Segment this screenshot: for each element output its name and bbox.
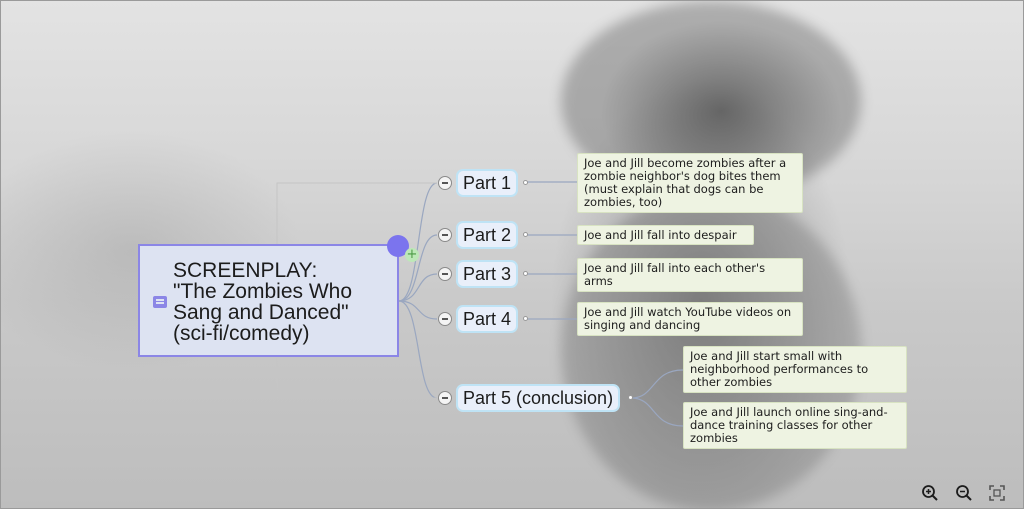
topic-part-3[interactable]: Part 3 (456, 260, 519, 288)
subtopic-part-4[interactable]: Joe and Jill watch YouTube videos on sin… (577, 302, 803, 336)
connector-dot (523, 316, 528, 321)
subtopic-text: Joe and Jill become zombies after a zomb… (584, 156, 787, 209)
collapse-icon[interactable] (438, 228, 452, 242)
collapse-icon[interactable] (438, 267, 452, 281)
subtopic-part-1[interactable]: Joe and Jill become zombies after a zomb… (577, 153, 803, 213)
zoom-out-icon[interactable] (955, 484, 973, 502)
collapse-icon[interactable] (438, 391, 452, 405)
fit-screen-icon[interactable] (988, 484, 1006, 502)
subtopic-text: Joe and Jill launch online sing-and-danc… (690, 405, 888, 445)
collapse-icon[interactable] (438, 312, 452, 326)
topic-label: Part 1 (463, 173, 512, 193)
subtopic-part-3[interactable]: Joe and Jill fall into each other's arms (577, 258, 803, 292)
topic-part-2[interactable]: Part 2 (456, 221, 519, 249)
topic-label: Part 5 (conclusion) (463, 388, 614, 408)
topic-part-5[interactable]: Part 5 (conclusion) (456, 384, 621, 412)
topic-label: Part 2 (463, 225, 512, 245)
subtopic-text: Joe and Jill fall into each other's arms (584, 261, 766, 288)
subtopic-text: Joe and Jill start small with neighborho… (690, 349, 869, 389)
topic-part-4[interactable]: Part 4 (456, 305, 519, 333)
topic-label: Part 4 (463, 309, 512, 329)
connector-dot (523, 180, 528, 185)
connector-dot (523, 271, 528, 276)
central-topic-title: SCREENPLAY: "The Zombies Who Sang and Da… (173, 259, 353, 345)
connector-dot (628, 395, 633, 400)
note-icon[interactable] (153, 296, 167, 308)
drag-handle[interactable] (387, 235, 409, 257)
central-topic[interactable]: SCREENPLAY: "The Zombies Who Sang and Da… (138, 244, 399, 357)
subtopic-part-5a[interactable]: Joe and Jill start small with neighborho… (683, 346, 907, 393)
topic-part-1[interactable]: Part 1 (456, 169, 519, 197)
topic-label: Part 3 (463, 264, 512, 284)
subtopic-part-5b[interactable]: Joe and Jill launch online sing-and-danc… (683, 402, 907, 449)
subtopic-text: Joe and Jill watch YouTube videos on sin… (584, 305, 792, 332)
connector-dot (523, 232, 528, 237)
collapse-icon[interactable] (438, 176, 452, 190)
zoom-in-icon[interactable] (921, 484, 939, 502)
subtopic-text: Joe and Jill fall into despair (584, 228, 737, 242)
add-topic-icon[interactable]: + (405, 247, 419, 262)
subtopic-part-2[interactable]: Joe and Jill fall into despair (577, 225, 754, 245)
